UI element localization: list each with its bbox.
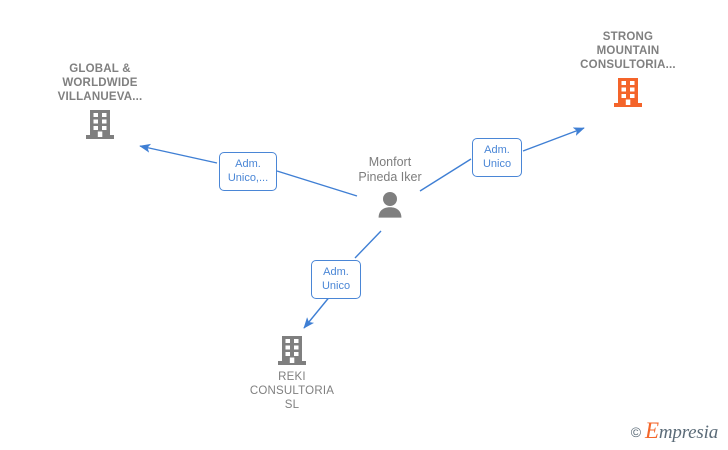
edge-line-left-label-to-global bbox=[139, 143, 218, 164]
node-label-strong-mountain-consultoria: STRONG MOUNTAIN CONSULTORIA... bbox=[580, 31, 676, 71]
edge-label-adm-unico-global[interactable]: Adm. Unico,... bbox=[219, 152, 277, 191]
edge-line-bottom-label-to-reki bbox=[303, 294, 332, 329]
edge-line-person-to-right-label bbox=[419, 158, 472, 192]
edge-line-person-to-bottom-label bbox=[354, 230, 382, 259]
node-label-monfort-pineda-iker: Monfort Pineda Iker bbox=[358, 155, 422, 184]
brand-rest-letters: mpresia bbox=[658, 422, 718, 443]
person-icon bbox=[310, 189, 470, 221]
graph-node-strong-mountain-consultoria[interactable]: STRONG MOUNTAIN CONSULTORIA... bbox=[548, 30, 708, 110]
graph-node-reki-consultoria-sl[interactable]: REKI CONSULTORIA SL bbox=[212, 334, 372, 412]
copyright-icon: © bbox=[630, 423, 642, 440]
brand-capital-letter: E bbox=[645, 418, 659, 443]
company-building-icon bbox=[548, 76, 708, 110]
company-building-icon bbox=[212, 334, 372, 368]
graph-node-monfort-pineda-iker[interactable]: Monfort Pineda Iker bbox=[310, 155, 470, 221]
edge-line-right-label-to-strong-mountain bbox=[522, 127, 585, 152]
graph-node-global-worldwide-villanueva[interactable]: GLOBAL & WORLDWIDE VILLANUEVA... bbox=[20, 62, 180, 142]
edge-line-person-to-left-label bbox=[276, 170, 358, 197]
brand-wordmark: Empresia bbox=[645, 418, 718, 443]
edge-label-adm-unico-strong-mountain[interactable]: Adm. Unico bbox=[472, 138, 522, 177]
company-building-icon bbox=[20, 108, 180, 142]
node-label-global-worldwide-villanueva: GLOBAL & WORLDWIDE VILLANUEVA... bbox=[57, 63, 143, 103]
node-label-reki-consultoria-sl: REKI CONSULTORIA SL bbox=[249, 371, 335, 411]
empresia-watermark: © Empresia bbox=[630, 418, 719, 443]
edge-label-adm-unico-reki[interactable]: Adm. Unico bbox=[311, 260, 361, 299]
